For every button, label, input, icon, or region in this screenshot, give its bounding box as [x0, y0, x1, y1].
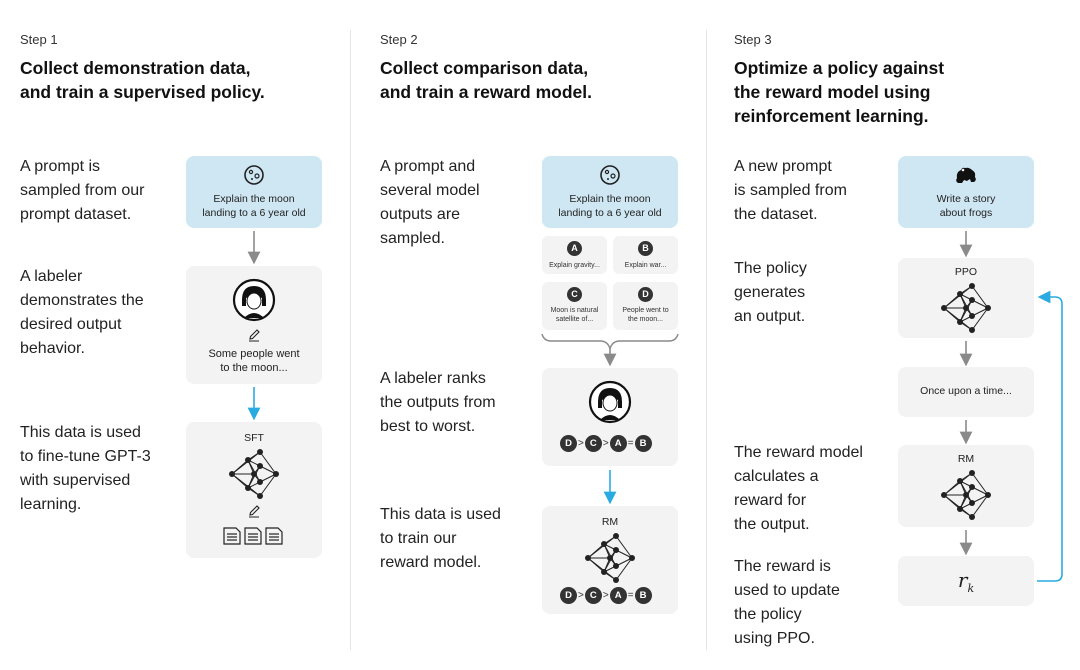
output-letter-a: A — [567, 241, 582, 256]
neural-net-icon — [941, 283, 991, 333]
reward-subscript: k — [967, 582, 975, 595]
step1-model-label: SFT — [244, 432, 264, 444]
step2-desc-train: This data is used to train our reward mo… — [380, 506, 501, 571]
rank-operator: > — [578, 590, 584, 601]
pencil-icon — [249, 329, 260, 342]
step1-desc-prompt: A prompt is sampled from our prompt data… — [20, 158, 145, 223]
step2-ranking-labeler: D > C > A = B — [560, 435, 652, 452]
document-icon — [223, 527, 283, 545]
step1-desc-finetune: This data is used to fine-tune GPT-3 wit… — [20, 424, 151, 513]
labeler-avatar-icon — [232, 278, 276, 322]
step3-rm-card: RM — [898, 445, 1034, 527]
pencil-icon — [249, 505, 260, 518]
step2-model-label: RM — [601, 516, 619, 528]
step2-ranker-card: D > C > A = B — [542, 368, 678, 466]
reward-r: r — [957, 568, 968, 592]
rank-operator: = — [627, 590, 634, 601]
output-text-d: People went to the moon... — [622, 307, 669, 323]
output-text-c: Moon is natural satellite of... — [550, 307, 599, 323]
step2-title: Collect comparison data, and train a rew… — [380, 58, 592, 102]
output-letter-d: D — [638, 287, 653, 302]
step3-desc-prompt: A new prompt is sampled from the dataset… — [734, 158, 847, 223]
step1-sft-card: SFT — [186, 422, 322, 558]
rank-item: D — [560, 587, 577, 604]
output-letter-b: B — [638, 241, 653, 256]
moon-icon — [600, 165, 620, 185]
output-letter-c: C — [567, 287, 582, 302]
step1-desc-labeler: A labeler demonstrates the desired outpu… — [20, 268, 144, 357]
arrow-step3-reward-feedback — [1037, 290, 1063, 582]
outputs-brace — [541, 333, 679, 350]
rank-item: D — [560, 435, 577, 452]
output-card-d: D People went to the moon... — [613, 282, 678, 330]
step3-output-text: Once upon a time... — [920, 385, 1012, 397]
rank-item: B — [634, 435, 652, 452]
step1-labeler-output: Some people went to the moon... — [208, 348, 300, 374]
rank-operator: > — [602, 590, 609, 601]
step3-prompt-card: Write a story about frogs — [898, 156, 1034, 228]
labeler-avatar-icon — [588, 380, 632, 424]
step3-output-card: Once upon a time... — [898, 367, 1034, 417]
column-divider-2 — [706, 30, 707, 650]
step2-prompt-text: Explain the moon landing to a 6 year old — [558, 193, 662, 219]
step1-title: Collect demonstration data, and train a … — [20, 58, 265, 102]
step2-prompt-card: Explain the moon landing to a 6 year old — [542, 156, 678, 228]
column-divider-1 — [350, 30, 351, 650]
rank-item: A — [609, 435, 627, 452]
step2-label: Step 2 — [380, 32, 418, 47]
rank-item: C — [584, 587, 602, 604]
moon-icon — [244, 165, 264, 185]
step1-labeler-card: Some people went to the moon... — [186, 266, 322, 384]
rank-item: C — [584, 435, 602, 452]
rank-item: A — [609, 587, 627, 604]
rank-operator: > — [578, 438, 584, 449]
step3-prompt-text: Write a story about frogs — [936, 193, 996, 219]
step3-reward-card: rk — [898, 556, 1034, 606]
step1-label: Step 1 — [20, 32, 58, 47]
rank-item: B — [634, 587, 652, 604]
step3-label: Step 3 — [734, 32, 772, 47]
step2-rm-card: RM D > C > A = B — [542, 506, 678, 614]
step3-desc-policy: The policy generates an output. — [734, 260, 807, 325]
step1-prompt-card: Explain the moon landing to a 6 year old — [186, 156, 322, 228]
output-card-a: A Explain gravity... — [542, 236, 607, 274]
step3-policy-label: PPO — [954, 266, 978, 278]
step3-policy-card: PPO — [898, 258, 1034, 338]
step1-prompt-text: Explain the moon landing to a 6 year old — [202, 193, 306, 219]
frog-icon — [956, 167, 976, 183]
rank-operator: = — [627, 438, 634, 449]
output-text-b: Explain war... — [624, 262, 667, 269]
rank-operator: > — [602, 438, 609, 449]
neural-net-icon — [229, 449, 279, 499]
step3-desc-reward-model: The reward model calculates a reward for… — [734, 444, 863, 533]
neural-net-icon — [941, 470, 991, 520]
output-text-a: Explain gravity... — [549, 262, 600, 269]
step2-ranking-rm: D > C > A = B — [560, 587, 652, 604]
step3-rm-label: RM — [957, 453, 975, 465]
step3-desc-update: The reward is used to update the policy … — [734, 558, 840, 647]
neural-net-icon — [585, 533, 635, 583]
output-card-c: C Moon is natural satellite of... — [542, 282, 607, 330]
step2-desc-rank: A labeler ranks the outputs from best to… — [380, 370, 496, 435]
step2-desc-outputs: A prompt and several model outputs are s… — [380, 158, 480, 247]
reward-symbol: rk — [898, 568, 1034, 595]
output-card-b: B Explain war... — [613, 236, 678, 274]
step3-title: Optimize a policy against the reward mod… — [734, 58, 945, 126]
